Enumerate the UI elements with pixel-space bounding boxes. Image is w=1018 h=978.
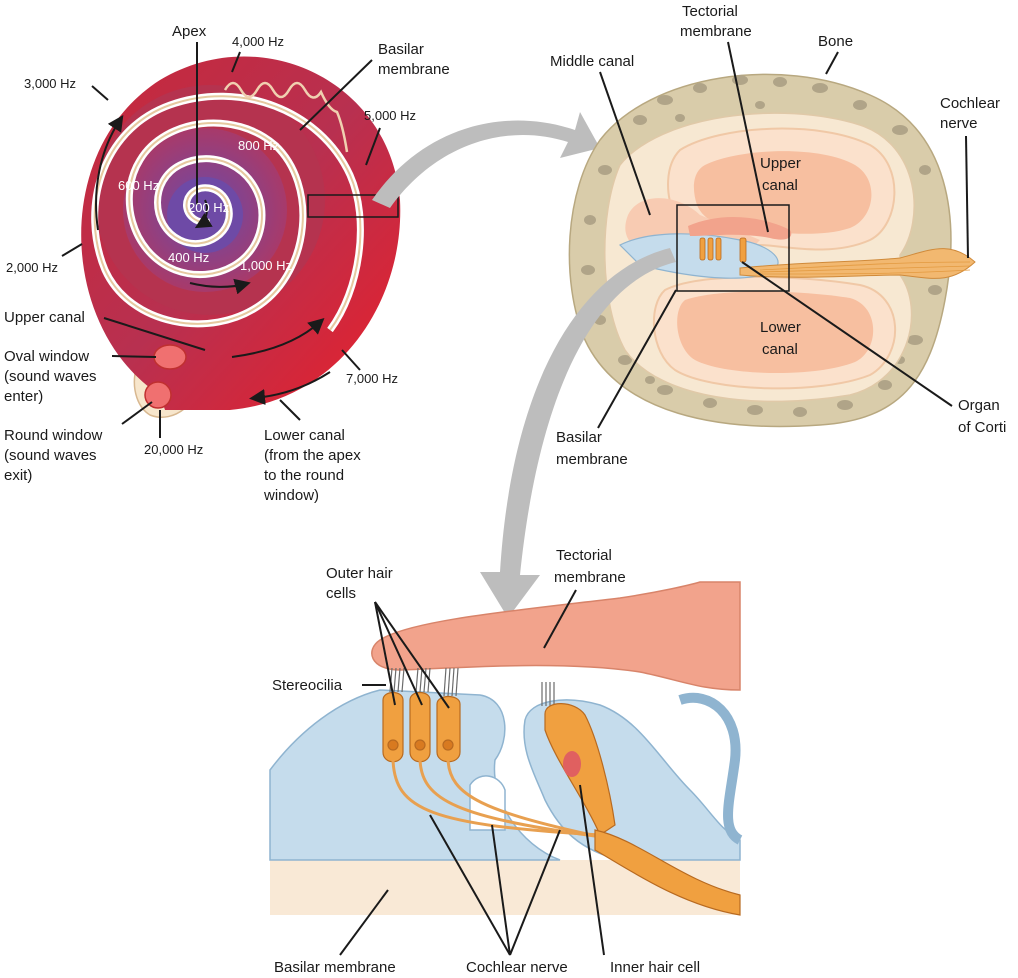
organ-detail (269, 581, 743, 916)
detail-labels: Outer hair cells Tectorial membrane Ster… (272, 547, 700, 976)
spiral-separator-line (93, 95, 362, 331)
label-tectorial-line1: Tectorial (682, 3, 738, 20)
label-oval-window-2: (sound waves (4, 368, 97, 385)
label-organ-corti-line1: Organ (958, 397, 1000, 414)
detail-tunnel (469, 775, 506, 831)
inner-hair-cell-nucleus (563, 751, 581, 777)
label-cross-basilar-line2: membrane (556, 451, 628, 468)
label-detail-basilar: Basilar membrane (274, 959, 396, 976)
label-freq-1000: 1,000 Hz (240, 258, 292, 273)
label-round-window-3: exit) (4, 467, 32, 484)
cross-section-labels: Tectorial membrane Bone Middle canal Coc… (550, 3, 1006, 468)
label-outer-hair-line1: Outer hair (326, 565, 393, 582)
upper-canal-inner (693, 151, 872, 234)
label-inner-hair-cell: Inner hair cell (610, 959, 700, 976)
basilar-wave (223, 81, 349, 153)
label-bone: Bone (818, 33, 853, 50)
label-freq-7000: 7,000 Hz (346, 371, 398, 386)
label-lower-canal-1: Lower canal (264, 427, 345, 444)
label-freq-5000: 5,000 Hz (364, 108, 416, 123)
label-cochlear-nerve-line2: nerve (940, 115, 978, 132)
label-upper-canal-line1: Upper (760, 155, 801, 172)
connector-arrow-bottom (480, 248, 676, 618)
label-lower-canal-3: to the round (264, 467, 344, 484)
detail-arch-right (678, 692, 743, 845)
spiral-focus-box (307, 194, 399, 218)
spiral-labels: Apex 4,000 Hz Basilar membrane 3,000 Hz … (4, 23, 450, 504)
label-freq-200: 200 Hz (188, 200, 229, 215)
detail-base-layer (270, 860, 740, 915)
flow-arrow-upper (231, 317, 325, 358)
label-upper-canal-line2: canal (762, 177, 798, 194)
label-tectorial-line2: membrane (680, 23, 752, 40)
label-oval-window-3: enter) (4, 388, 43, 405)
label-freq-400: 400 Hz (168, 250, 209, 265)
cochlea-spiral (81, 56, 401, 418)
label-detail-cochlear-nerve: Cochlear nerve (466, 959, 568, 976)
detail-tectorial-membrane (371, 581, 741, 691)
label-apex: Apex (172, 23, 207, 40)
label-oval-window-1: Oval window (4, 348, 89, 365)
label-cross-basilar-line1: Basilar (556, 429, 602, 446)
detail-nerve-fibres (391, 759, 616, 842)
label-lower-canal-4: window) (263, 487, 319, 504)
flow-arrow-apex (194, 199, 213, 229)
label-round-window-2: (sound waves (4, 447, 97, 464)
cross-focus-box (676, 204, 790, 292)
cochlea-cross-section (568, 73, 976, 428)
label-upper-canal: Upper canal (4, 309, 85, 326)
label-lower-canal-2: (from the apex (264, 447, 361, 464)
label-freq-20000: 20,000 Hz (144, 442, 203, 457)
flow-arrow-lower (249, 371, 331, 405)
label-basilar-line2: membrane (378, 61, 450, 78)
label-lower-canal-line2: canal (762, 341, 798, 358)
label-detail-tectorial-line1: Tectorial (556, 547, 612, 564)
lower-canal-inner (677, 291, 874, 374)
label-basilar-line1: Basilar (378, 41, 424, 58)
connector-arrow-top (372, 112, 600, 208)
flow-arrow-inner-bottom (189, 278, 251, 295)
cross-hair-cells (699, 237, 747, 263)
label-middle-canal: Middle canal (550, 53, 634, 70)
label-freq-600: 600 Hz (118, 178, 159, 193)
label-cochlear-nerve-line1: Cochlear (940, 95, 1000, 112)
flow-arrow-outer-left (95, 115, 124, 231)
label-freq-4000: 4,000 Hz (232, 34, 284, 49)
oval-window (153, 344, 187, 370)
detail-outer-hair-cells (382, 691, 461, 763)
detail-nerve-bundle (594, 829, 741, 916)
label-stereocilia: Stereocilia (272, 677, 343, 694)
label-detail-tectorial-line2: membrane (554, 569, 626, 586)
outer-hair-cell-1 (382, 691, 404, 763)
label-freq-800: 800 Hz (238, 138, 279, 153)
label-lower-canal-line1: Lower (760, 319, 801, 336)
label-organ-corti-line2: of Corti (958, 419, 1006, 436)
label-outer-hair-line2: cells (326, 585, 356, 602)
label-freq-3000: 3,000 Hz (24, 76, 76, 91)
label-round-window-1: Round window (4, 427, 103, 444)
detail-stereocilia (389, 667, 555, 706)
label-freq-2000: 2,000 Hz (6, 260, 58, 275)
